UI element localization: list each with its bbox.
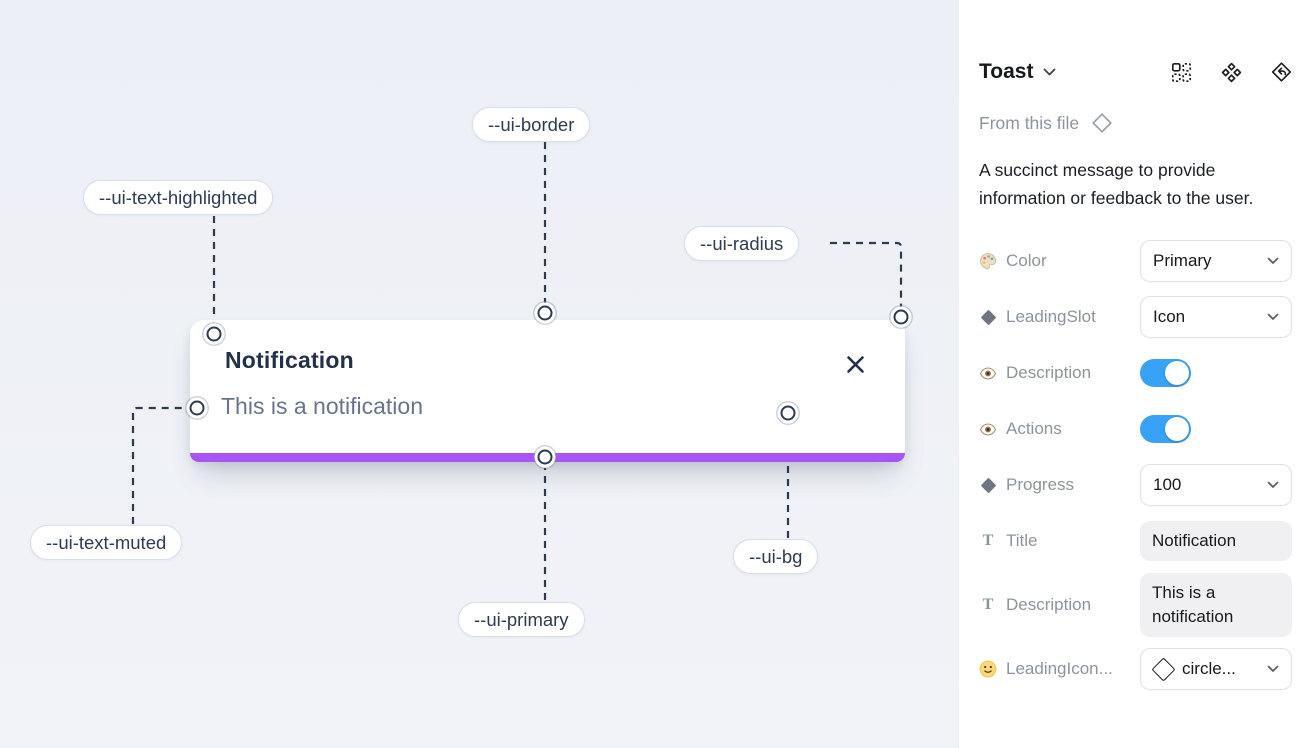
component-description: A succinct message to provide informatio… xyxy=(979,160,1254,208)
prop-row-progress: Progress 100 xyxy=(979,457,1292,513)
instance-diamond-icon xyxy=(1151,656,1176,682)
color-select[interactable]: Primary xyxy=(1140,240,1292,282)
prop-row-actions-toggle: Actions xyxy=(979,401,1292,457)
var-label-ui-text-muted[interactable]: --ui-text-muted xyxy=(30,525,183,560)
toast-title: Notification xyxy=(225,347,354,373)
connector-ui-text-muted xyxy=(131,406,187,524)
anchor-node-ui-radius[interactable] xyxy=(893,309,909,325)
prop-label-description-toggle: Description xyxy=(1006,363,1092,382)
anchor-node-ui-border[interactable] xyxy=(537,305,553,321)
leadingicon-select-value: circle... xyxy=(1182,659,1236,678)
component-name-dropdown[interactable]: Toast xyxy=(979,60,1056,84)
eye-icon xyxy=(979,366,997,380)
anchor-node-ui-primary[interactable] xyxy=(537,449,553,465)
prop-row-description-toggle: Description xyxy=(979,345,1292,401)
variant-diamond-icon xyxy=(979,309,997,325)
toast-preview: Notification This is a notification xyxy=(190,320,905,462)
leadingslot-select[interactable]: Icon xyxy=(1140,296,1292,338)
text-type-icon: T xyxy=(982,596,994,613)
chevron-down-icon xyxy=(1267,481,1279,488)
anchor-node-ui-text-muted[interactable] xyxy=(189,400,205,416)
prop-row-leadingicon: LeadingIcon... circle... xyxy=(979,641,1292,697)
property-list: Color Primary LeadingSlot Icon xyxy=(979,233,1292,697)
prop-label-title: Title xyxy=(1006,531,1038,550)
var-label-ui-radius[interactable]: --ui-radius xyxy=(684,226,800,261)
prop-label-color: Color xyxy=(1006,251,1047,270)
prop-label-leadingicon: LeadingIcon... xyxy=(1006,659,1113,678)
prop-label-actions-toggle: Actions xyxy=(1006,419,1062,438)
source-label: From this file xyxy=(979,112,1080,133)
prop-label-description-text: Description xyxy=(1006,595,1092,614)
component-button[interactable] xyxy=(1221,62,1242,83)
text-type-icon: T xyxy=(982,532,994,549)
description-text-field[interactable]: This is a notification xyxy=(1140,573,1292,637)
toast-close-button[interactable] xyxy=(843,352,867,376)
eye-icon xyxy=(979,422,997,436)
smiley-icon xyxy=(979,660,997,678)
panel-header-icons xyxy=(1171,62,1292,83)
panel-header: Toast xyxy=(979,56,1292,88)
swap-instance-button[interactable] xyxy=(1171,62,1192,83)
var-label-ui-bg[interactable]: --ui-bg xyxy=(733,539,819,574)
properties-panel: Toast xyxy=(958,0,1312,748)
canvas: Notification This is a notification --ui… xyxy=(0,0,958,748)
var-label-ui-primary[interactable]: --ui-primary xyxy=(458,602,585,637)
file-diamond-icon xyxy=(1092,113,1112,133)
progress-select-value: 100 xyxy=(1153,475,1182,494)
anchor-node-ui-text-highlighted[interactable] xyxy=(206,326,222,342)
chevron-down-icon xyxy=(1267,313,1279,320)
prop-row-color: Color Primary xyxy=(979,233,1292,289)
connector-ui-radius xyxy=(830,241,903,307)
description-toggle[interactable] xyxy=(1140,359,1191,387)
go-to-main-component-button[interactable] xyxy=(1271,62,1292,83)
prop-label-progress: Progress xyxy=(1006,475,1075,494)
prop-row-description-text: T Description This is a notification xyxy=(979,569,1292,641)
var-label-ui-text-highlighted[interactable]: --ui-text-highlighted xyxy=(83,180,274,215)
component-name: Toast xyxy=(979,60,1034,83)
chevron-down-icon xyxy=(1267,665,1279,672)
close-icon xyxy=(846,355,864,373)
swap-instance-icon xyxy=(1171,62,1192,82)
palette-icon xyxy=(979,252,997,270)
toast-description: This is a notification xyxy=(221,393,423,419)
chevron-down-icon xyxy=(1267,257,1279,264)
chevron-down-icon xyxy=(1044,68,1056,76)
source-row: From this file xyxy=(979,112,1292,134)
actions-toggle[interactable] xyxy=(1140,415,1191,443)
go-to-main-component-icon xyxy=(1271,62,1292,82)
leadingslot-select-value: Icon xyxy=(1153,307,1186,326)
progress-select[interactable]: 100 xyxy=(1140,464,1292,506)
leadingicon-select[interactable]: circle... xyxy=(1140,648,1292,690)
prop-row-leadingslot: LeadingSlot Icon xyxy=(979,289,1292,345)
title-text-field[interactable]: Notification xyxy=(1140,521,1292,561)
color-select-value: Primary xyxy=(1153,251,1212,270)
prop-label-leadingslot: LeadingSlot xyxy=(1006,307,1096,326)
component-icon xyxy=(1221,62,1242,82)
prop-row-title: T Title Notification xyxy=(979,513,1292,569)
variant-diamond-icon xyxy=(979,477,997,493)
var-label-ui-border[interactable]: --ui-border xyxy=(472,107,591,142)
anchor-node-ui-bg[interactable] xyxy=(780,405,796,421)
